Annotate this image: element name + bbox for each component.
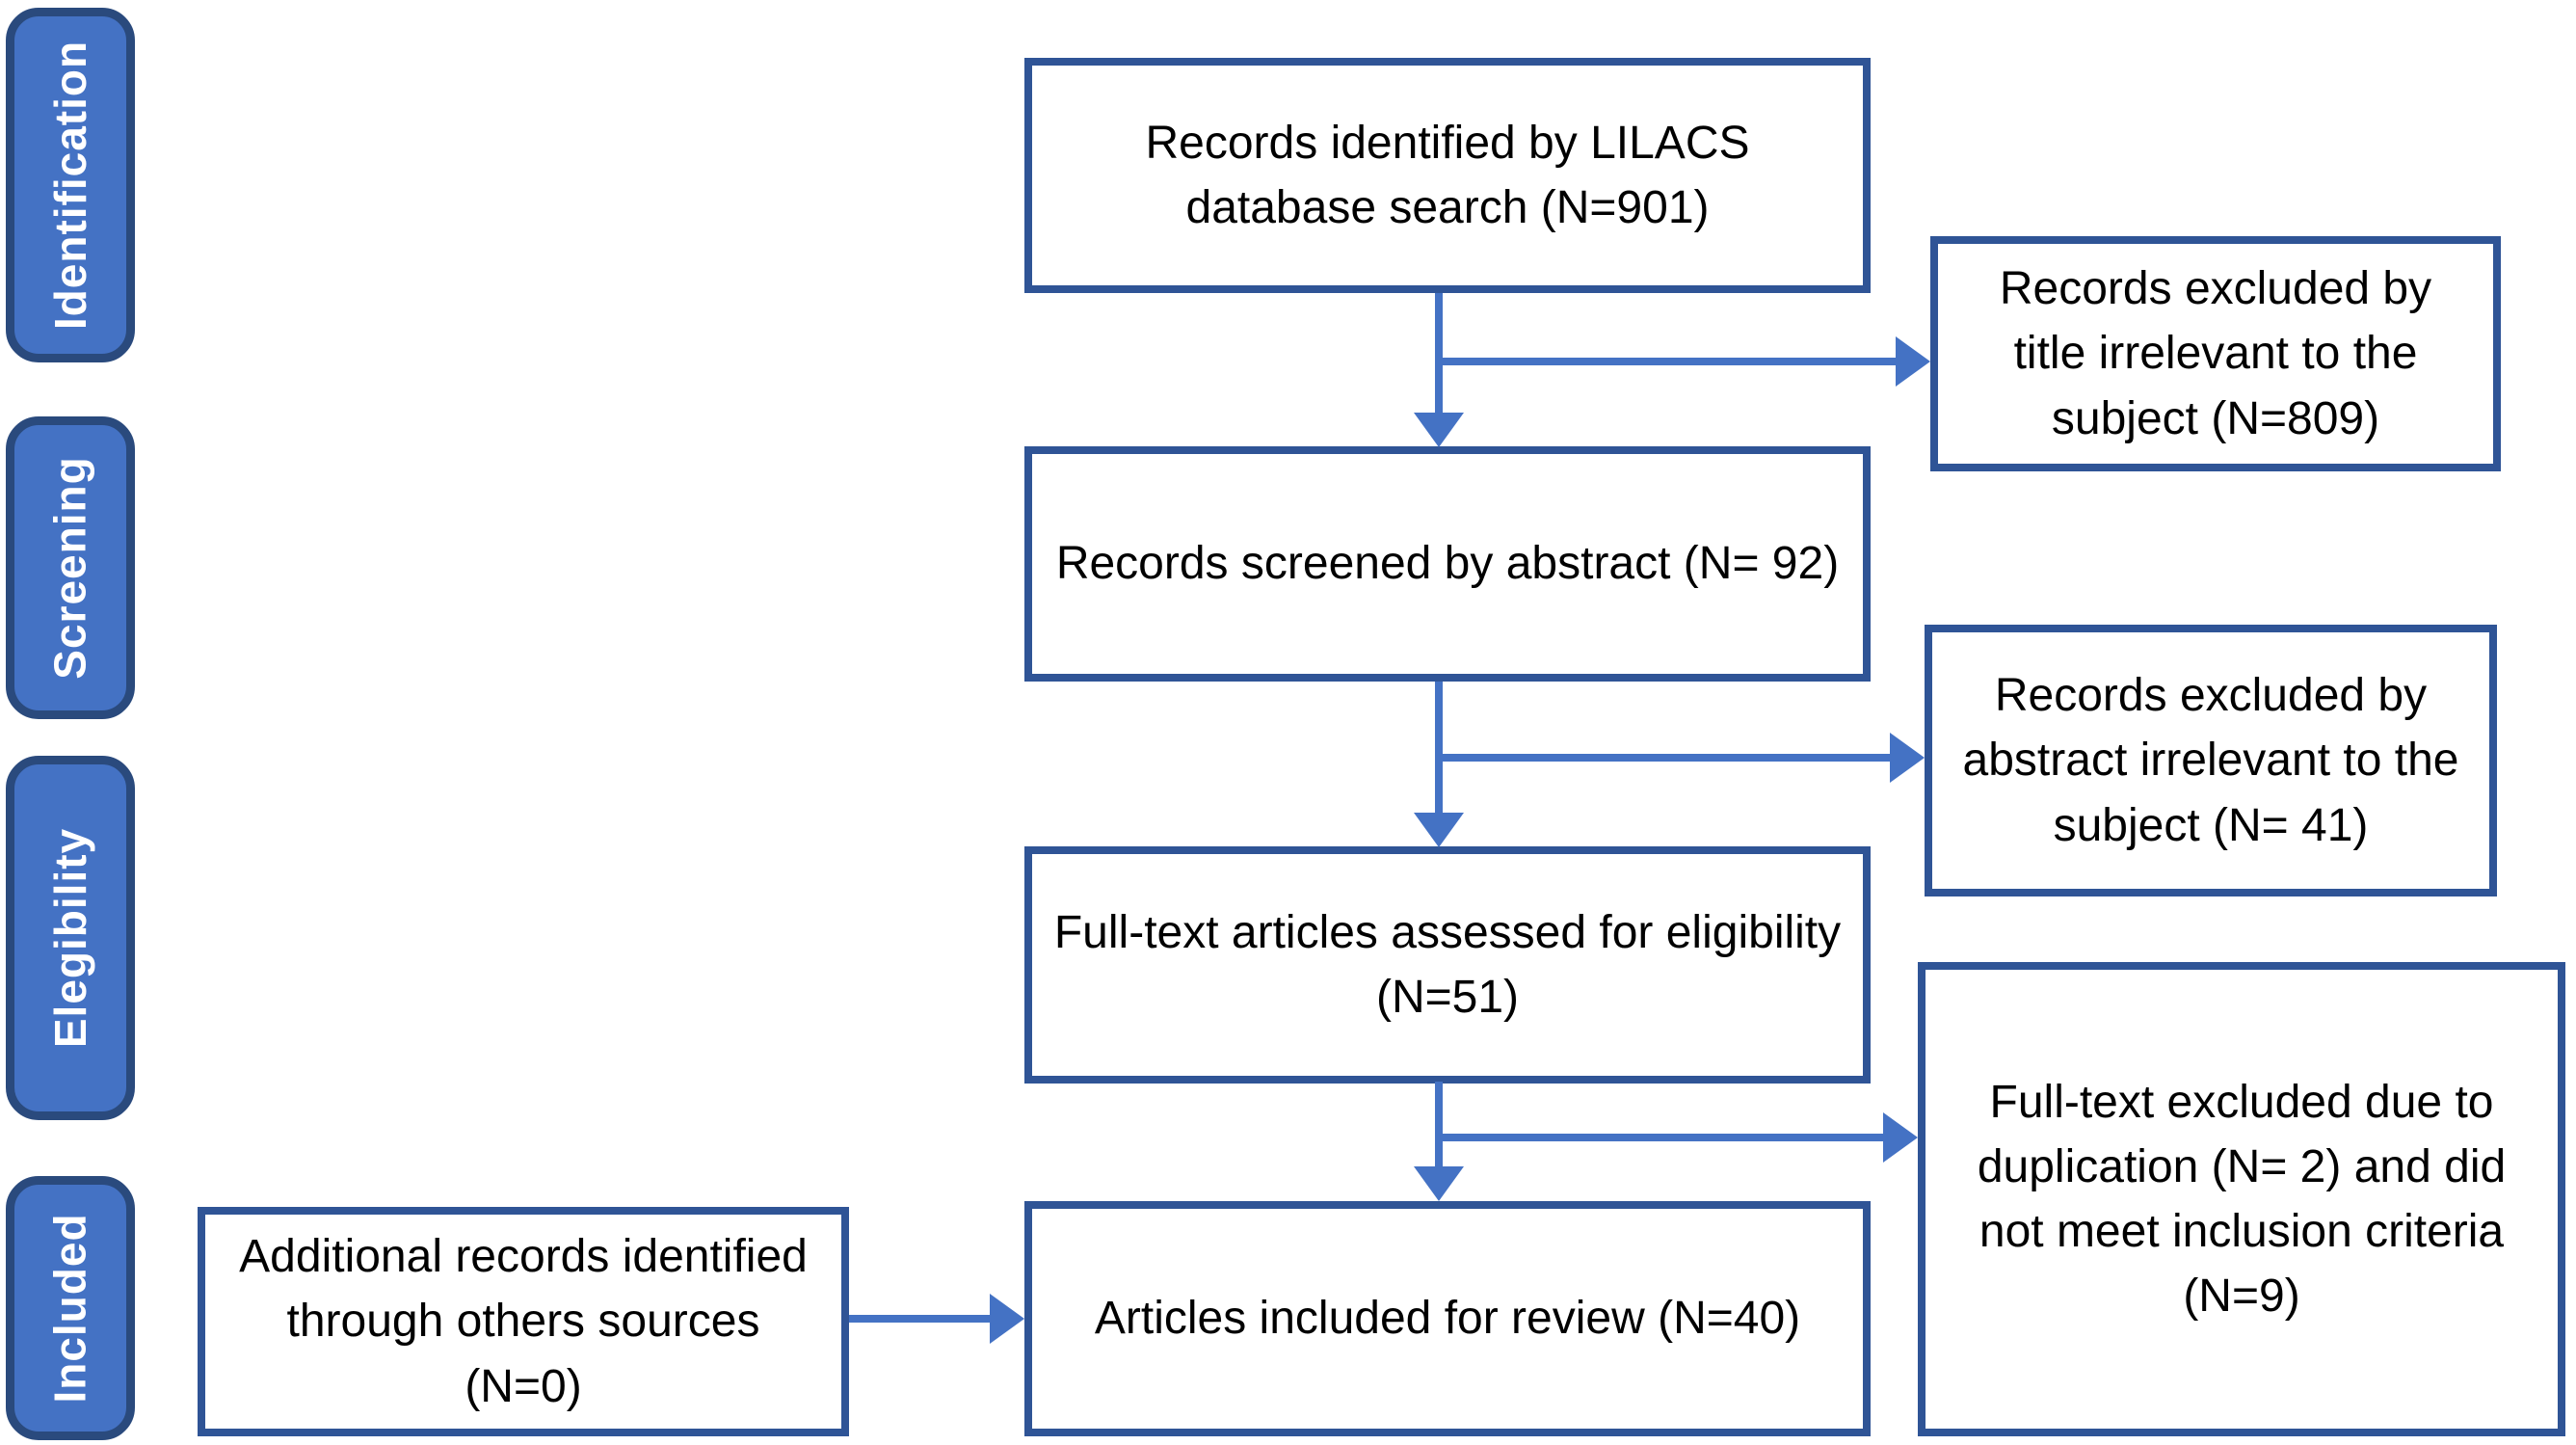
stage-identification-label: Identification bbox=[45, 40, 96, 331]
box-excluded-by-title: Records excluded by title irrelevant to … bbox=[1930, 236, 2501, 471]
box-records-screened-text: Records screened by abstract (N= 92) bbox=[1055, 538, 1840, 590]
arrow-to-excluded-fulltext-head bbox=[1883, 1112, 1918, 1163]
arrow-to-excluded-title-line bbox=[1439, 358, 1896, 365]
arrow-screened-to-fulltext-head bbox=[1414, 813, 1464, 847]
arrow-identified-to-screened-head bbox=[1414, 413, 1464, 447]
stage-included: Included bbox=[6, 1176, 135, 1440]
box-articles-included-text: Articles included for review (N=40) bbox=[1094, 1293, 1801, 1345]
arrow-screened-to-fulltext-line bbox=[1435, 682, 1443, 813]
stage-elegibility-label: Elegibility bbox=[45, 827, 96, 1049]
box-articles-included: Articles included for review (N=40) bbox=[1024, 1201, 1871, 1436]
arrow-to-excluded-abstract-line bbox=[1439, 754, 1890, 762]
stage-elegibility: Elegibility bbox=[6, 756, 135, 1120]
stage-included-label: Included bbox=[45, 1213, 95, 1404]
arrow-additional-to-included-line bbox=[849, 1315, 990, 1323]
arrow-to-excluded-abstract-head bbox=[1890, 733, 1925, 783]
box-additional-records: Additional records identified through ot… bbox=[198, 1207, 849, 1436]
stage-screening-label: Screening bbox=[45, 456, 96, 680]
box-records-identified: Records identified by LILACS database se… bbox=[1024, 58, 1871, 293]
box-excluded-fulltext-text: Full-text excluded due to duplication (N… bbox=[1977, 1076, 2507, 1323]
arrow-to-excluded-fulltext-line bbox=[1439, 1134, 1883, 1141]
arrow-fulltext-to-included-line bbox=[1435, 1082, 1443, 1166]
box-excluded-by-abstract: Records excluded by abstract irrelevant … bbox=[1925, 625, 2497, 896]
box-fulltext-assessed-text: Full-text articles assessed for eligibil… bbox=[1053, 906, 1842, 1023]
stage-screening: Screening bbox=[6, 416, 135, 719]
box-fulltext-assessed: Full-text articles assessed for eligibil… bbox=[1024, 846, 1871, 1084]
box-excluded-by-abstract-text: Records excluded by abstract irrelevant … bbox=[1962, 670, 2459, 851]
arrow-fulltext-to-included-head bbox=[1414, 1166, 1464, 1201]
box-records-identified-text: Records identified by LILACS database se… bbox=[1145, 117, 1750, 233]
arrow-to-excluded-title-head bbox=[1896, 336, 1930, 387]
arrow-additional-to-included-head bbox=[990, 1294, 1024, 1344]
stage-identification: Identification bbox=[6, 8, 135, 362]
box-excluded-fulltext: Full-text excluded due to duplication (N… bbox=[1918, 962, 2565, 1436]
arrow-identified-to-screened-line bbox=[1435, 293, 1443, 413]
box-excluded-by-title-text: Records excluded by title irrelevant to … bbox=[1999, 263, 2432, 444]
box-records-screened: Records screened by abstract (N= 92) bbox=[1024, 446, 1871, 682]
box-additional-records-text: Additional records identified through ot… bbox=[239, 1231, 808, 1412]
